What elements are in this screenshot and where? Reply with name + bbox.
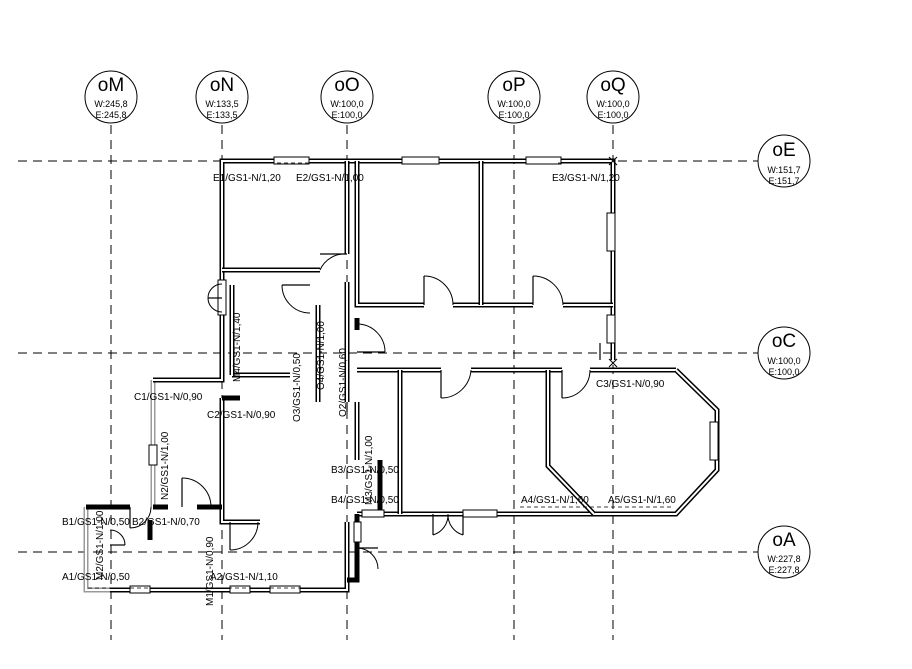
- grid-bubble-w: W:227,8: [767, 554, 800, 564]
- tag-a1: A1/GS1-N/0,50: [62, 572, 130, 583]
- grid-bubble-w: W:100,0: [596, 99, 629, 109]
- tag-e3: E3/GS1-N/1,20: [552, 173, 620, 184]
- window: [606, 314, 616, 344]
- doors: [109, 253, 601, 570]
- tag-m1: M1/GS1-N/0,90: [205, 536, 216, 606]
- grid-bubble-p: oP W:100,0 E:100,0: [487, 70, 541, 124]
- window: [269, 585, 301, 594]
- grid-bubble-e: E:227,8: [768, 565, 799, 575]
- tag-a2: A2/GS1-N/1,10: [210, 572, 278, 583]
- window: [229, 585, 251, 594]
- grid-bubble-e: E:151,7: [768, 176, 799, 186]
- grid-bubble-c: oC W:100,0 E:100,0: [757, 326, 811, 380]
- grid-bubble-w: W:100,0: [767, 356, 800, 366]
- tag-m2: M2/GS1-N/1,00: [95, 510, 106, 580]
- grid-bubble-letter: oA: [772, 530, 796, 551]
- grid-bubble-letter: oC: [772, 331, 796, 352]
- tag-b4: B4/GS1-N/0,50: [331, 495, 399, 506]
- tag-n2: N2/GS1-N/1,00: [160, 431, 171, 500]
- tag-e1: E1/GS1-N/1,20: [213, 173, 281, 184]
- grid-bubble-q: oQ W:100,0 E:100,0: [586, 70, 640, 124]
- tag-b2: B2/GS1-N/0,70: [132, 517, 200, 528]
- tag-b3: B3/GS1-N/0,50: [331, 465, 399, 476]
- grid-bubble-e: E:100,0: [498, 110, 529, 120]
- tag-o3: O3/GS1-N/0,50: [292, 353, 303, 422]
- window: [606, 212, 616, 252]
- tag-underlines: [88, 162, 672, 589]
- tag-c3: C3/GS1-N/0,90: [596, 379, 665, 390]
- grid-bubble-w: W:100,0: [497, 99, 530, 109]
- grid-bubble-a: oA W:227,8 E:227,8: [757, 525, 811, 579]
- tag-o2: O2/GS1-N/0,60: [338, 348, 349, 417]
- grid-bubble-letter: oP: [502, 75, 525, 96]
- tag-o4: O4/GS1-N/1,00: [316, 321, 327, 390]
- window: [401, 156, 440, 165]
- grid-bubble-e: E:133,5: [206, 110, 237, 120]
- tag-m4: M4/GS1-N/1,40: [232, 312, 243, 382]
- grid-bubble-w: W:151,7: [767, 165, 800, 175]
- grid-bubble-w: W:100,0: [330, 99, 363, 109]
- grid-bubble-e: E:100,0: [331, 110, 362, 120]
- tag-e2: E2/GS1-N/1,00: [296, 173, 364, 184]
- window: [361, 509, 385, 518]
- tag-m3: M3/GS1-N/1,00: [364, 435, 375, 505]
- opening-tags: E1/GS1-N/1,20 E2/GS1-N/1,00 E3/GS1-N/1,2…: [62, 173, 676, 606]
- tag-a5: A5/GS1-N/1,60: [608, 495, 676, 506]
- grid-bubble-letter: oQ: [600, 75, 625, 96]
- tag-b1: B1/GS1-N/0,50: [62, 517, 130, 528]
- window: [273, 156, 310, 165]
- grid-bubble-e: oE W:151,7 E:151,7: [757, 134, 811, 188]
- grid-bubble-e: E:245,8: [95, 110, 126, 120]
- grid-bubble-w: W:245,8: [94, 99, 127, 109]
- grid-bubble-letter: oE: [772, 140, 795, 161]
- tag-c2: C2/GS1-N/0,90: [207, 410, 276, 421]
- window: [525, 156, 562, 165]
- window: [353, 521, 362, 543]
- grid-bubble-letter: oN: [210, 75, 234, 96]
- tag-c1: C1/GS1-N/0,90: [134, 392, 203, 403]
- corner-markers: [608, 156, 618, 368]
- grid-bubble-letter: oM: [98, 75, 124, 96]
- grid-bubble-e: E:100,0: [768, 367, 799, 377]
- grid-bubble-e: E:100,0: [597, 110, 628, 120]
- grid-bubble-m: oM W:245,8 E:245,8: [84, 70, 138, 124]
- window: [129, 585, 151, 594]
- window: [462, 509, 498, 518]
- window: [148, 444, 158, 466]
- grid-bubble-o: oO W:100,0 E:100,0: [320, 70, 374, 124]
- grid-bubble-n: oN W:133,5 E:133,5: [195, 70, 249, 124]
- grid-bubble-letter: oO: [334, 75, 359, 96]
- grid-bubble-w: W:133,5: [205, 99, 238, 109]
- window: [709, 421, 719, 461]
- windows: [129, 156, 719, 594]
- walls: [83, 158, 720, 593]
- tag-a4: A4/GS1-N/1,60: [521, 495, 589, 506]
